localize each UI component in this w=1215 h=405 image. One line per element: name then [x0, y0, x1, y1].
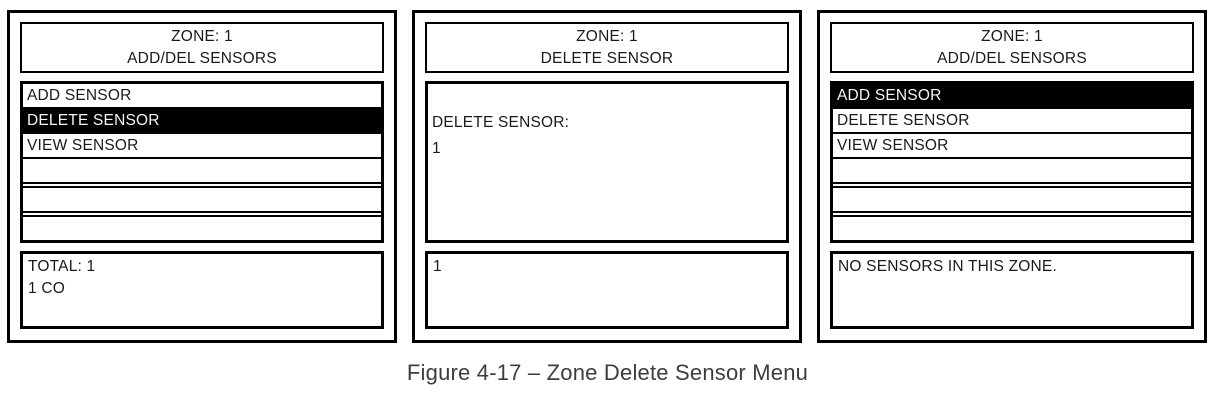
figure-caption: Figure 4-17 – Zone Delete Sensor Menu: [406, 360, 809, 385]
screen-header: ZONE: 1 ADD/DEL SENSORS: [830, 22, 1194, 73]
menu-list: ADD SENSOR DELETE SENSOR VIEW SENSOR: [20, 81, 384, 243]
screen-subtitle: ADD/DEL SENSORS: [937, 50, 1087, 67]
screen-subtitle: DELETE SENSOR: [540, 50, 674, 67]
screen-panel-add-del-selected-delete: ZONE: 1 ADD/DEL SENSORS ADD SENSOR DELET…: [7, 10, 397, 343]
menu-item-delete-sensor: DELETE SENSOR: [833, 109, 1191, 134]
status-footer-box: NO SENSORS IN THIS ZONE.: [830, 251, 1194, 329]
menu-item-empty: [23, 215, 381, 238]
screen-header: ZONE: 1 ADD/DEL SENSORS: [20, 22, 384, 73]
figure-panels-row: ZONE: 1 ADD/DEL SENSORS ADD SENSOR DELET…: [7, 10, 1207, 343]
menu-item-add-sensor: ADD SENSOR: [833, 84, 1191, 109]
menu-item-empty: [23, 186, 381, 213]
status-footer-box: TOTAL: 1 1 CO: [20, 251, 384, 329]
menu-item-empty: [833, 159, 1191, 184]
menu-item-empty: [833, 215, 1191, 238]
sensor-id-echo: 1: [433, 258, 442, 275]
sensor-id-value: 1: [432, 140, 441, 157]
delete-sensor-prompt-box: DELETE SENSOR: 1: [425, 81, 789, 243]
menu-item-empty: [833, 186, 1191, 213]
zone-title: ZONE: 1: [171, 28, 233, 45]
menu-list: ADD SENSOR DELETE SENSOR VIEW SENSOR: [830, 81, 1194, 243]
menu-item-empty: [23, 159, 381, 184]
sensor-type-line: 1 CO: [28, 280, 65, 297]
zone-title: ZONE: 1: [981, 28, 1043, 45]
sensor-total-line: TOTAL: 1: [28, 258, 96, 275]
delete-sensor-prompt-label: DELETE SENSOR:: [432, 114, 570, 131]
footer-line-empty: [433, 278, 781, 300]
screen-subtitle: ADD/DEL SENSORS: [127, 50, 277, 67]
menu-item-view-sensor: VIEW SENSOR: [833, 134, 1191, 159]
menu-item-add-sensor: ADD SENSOR: [23, 84, 381, 109]
status-footer-box: 1: [425, 251, 789, 329]
menu-item-delete-sensor: DELETE SENSOR: [23, 109, 381, 134]
menu-item-view-sensor: VIEW SENSOR: [23, 134, 381, 159]
screen-panel-add-del-selected-add: ZONE: 1 ADD/DEL SENSORS ADD SENSOR DELET…: [817, 10, 1207, 343]
screen-header: ZONE: 1 DELETE SENSOR: [425, 22, 789, 73]
zone-title: ZONE: 1: [576, 28, 638, 45]
screen-panel-delete-sensor-prompt: ZONE: 1 DELETE SENSOR DELETE SENSOR: 1 1: [412, 10, 802, 343]
footer-line-empty: [838, 278, 1186, 300]
no-sensors-message: NO SENSORS IN THIS ZONE.: [838, 258, 1057, 275]
